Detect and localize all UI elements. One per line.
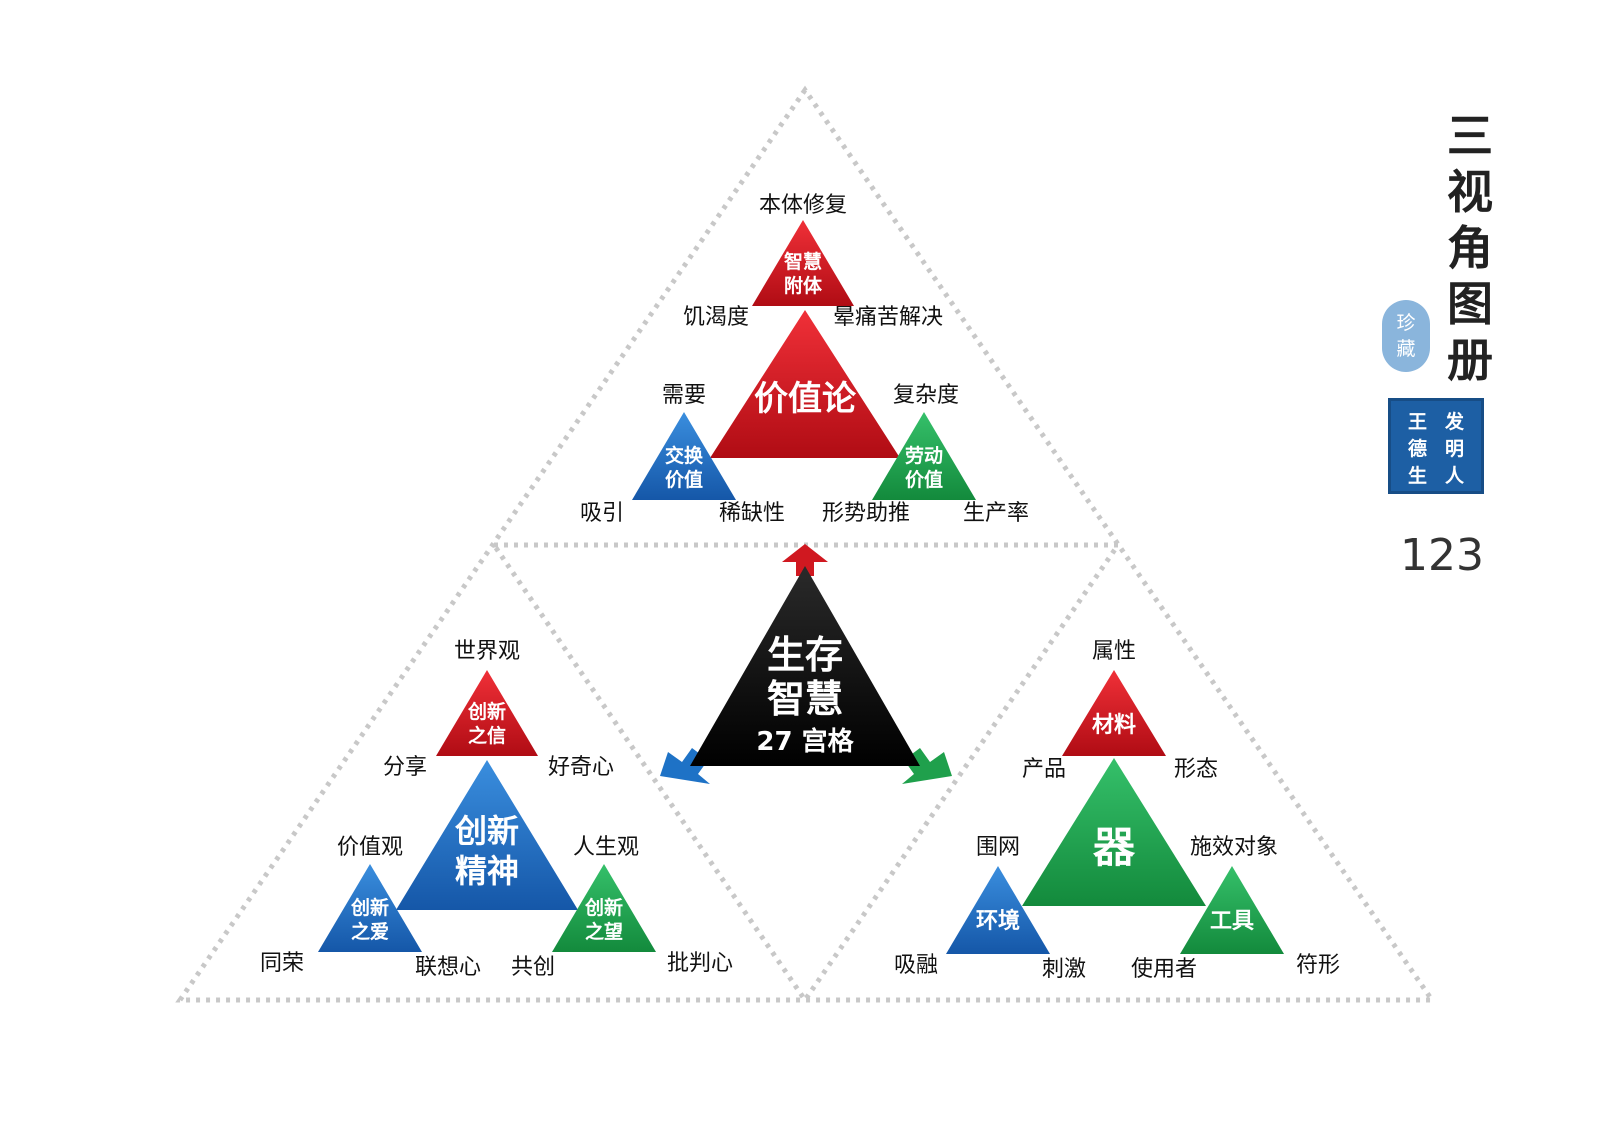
left-label-bottom-3: 共创 [511,955,555,980]
top-sub-left-line2: 价值 [665,468,703,491]
top-label-mid-right: 复杂度 [893,383,959,408]
right-label-upper-left: 产品 [1022,757,1066,782]
left-sub-top-triangle [436,670,538,756]
left-sub-right-line2: 之望 [585,920,623,943]
right-sub-left-label: 环境 [976,908,1020,934]
left-sub-top-line1: 创新 [467,700,506,723]
arrow-up-icon [782,544,828,576]
right-label-bottom-2: 刺激 [1042,957,1086,982]
left-sub-left-line1: 创新 [350,896,389,919]
left-label-apex: 世界观 [454,639,520,664]
left-main-triangle [396,760,578,910]
top-main-triangle [710,310,900,458]
left-main-line2: 精神 [455,852,519,890]
right-label-upper-right: 形态 [1174,757,1218,782]
top-sub-top-triangle [752,220,854,306]
book-title-char: 册 [1447,333,1493,387]
collection-seal-char: 藏 [1396,338,1416,360]
left-cluster: 创新 之信 创新 精神 创新 之爱 创新 之望 世界观 分享 好奇心 价值观 人… [260,639,733,980]
right-sub-right-triangle [1180,866,1284,954]
page-number: 123 [1400,530,1484,581]
inventor-seal: 王 发 德 明 生 人 [1388,398,1484,494]
right-cluster: 材料 器 环境 工具 属性 产品 形态 围网 施效对象 吸融 刺激 使用者 符形 [894,639,1340,982]
top-sub-top-line1: 智慧 [784,250,822,273]
center-title-line2: 智慧 [767,677,843,721]
top-label-bottom-1: 吸引 [580,501,624,526]
right-label-mid-right: 施效对象 [1190,835,1278,860]
left-label-mid-left: 价值观 [337,835,403,860]
left-label-mid-right: 人生观 [573,835,639,860]
right-sub-top-label: 材料 [1092,713,1136,738]
left-main-line1: 创新 [454,812,519,850]
right-label-bottom-1: 吸融 [894,953,938,978]
right-sub-top-triangle [1062,670,1166,756]
left-label-bottom-4: 批判心 [667,951,733,976]
inventor-seal-char: 发 [1444,411,1464,433]
top-label-upper-left: 饥渴度 [683,305,749,330]
top-label-bottom-2: 稀缺性 [719,501,785,526]
inventor-seal-char: 人 [1444,465,1464,487]
left-sub-top-line2: 之信 [468,724,506,747]
top-sub-left-line1: 交换 [665,444,704,467]
book-title-char: 三 [1447,109,1493,163]
right-label-mid-left: 围网 [976,835,1020,860]
right-main-triangle [1022,758,1206,906]
top-label-bottom-4: 生产率 [963,501,1029,526]
center-triangle [690,566,920,766]
top-label-mid-left: 需要 [662,383,706,408]
left-sub-left-line2: 之爱 [351,920,389,943]
book-title-char: 角 [1447,221,1493,275]
top-label-bottom-3: 形势助推 [822,501,910,526]
left-label-bottom-2: 联想心 [415,955,481,980]
center-subtitle: 27 宫格 [756,726,854,757]
right-sub-left-triangle [946,866,1050,954]
collection-seal-char: 珍 [1396,312,1416,334]
inventor-seal-char: 明 [1444,438,1464,460]
right-sub-right-label: 工具 [1210,909,1254,934]
top-sub-right-line2: 价值 [905,468,943,491]
inventor-seal-char: 德 [1407,438,1427,460]
right-main-label: 器 [1093,823,1136,872]
top-label-apex: 本体修复 [759,193,847,218]
center-group: 生存 智慧 27 宫格 [660,544,952,784]
inventor-seal-char: 王 [1407,411,1427,433]
top-sub-right-line1: 劳动 [905,444,943,467]
inventor-seal-char: 生 [1407,465,1427,487]
outer-triangle [175,85,1437,1003]
book-title-char: 视 [1447,165,1493,219]
top-cluster: 智慧 附体 价值论 交换 价值 劳动 价值 本体修复 饥渴度 晕痛苦解决 需要 … [580,193,1029,526]
left-sub-right-triangle [552,864,656,952]
book-title-char: 图 [1447,277,1493,331]
top-main-label: 价值论 [754,379,857,419]
right-label-bottom-4: 符形 [1296,953,1340,978]
left-label-bottom-1: 同荣 [260,951,304,976]
right-label-bottom-3: 使用者 [1131,957,1197,982]
top-sub-left-triangle [632,412,736,500]
top-sub-top-line2: 附体 [784,274,823,297]
center-title-line1: 生存 [767,633,843,677]
left-sub-left-triangle [318,864,422,952]
left-sub-right-line1: 创新 [584,896,623,919]
left-label-upper-right: 好奇心 [548,755,614,780]
top-sub-right-triangle [872,412,976,500]
top-label-upper-right: 晕痛苦解决 [833,305,943,330]
book-title: 三 视 角 图 册 [1440,108,1500,388]
right-label-apex: 属性 [1092,639,1136,664]
left-label-upper-left: 分享 [383,755,427,780]
collection-seal: 珍 藏 [1382,300,1430,372]
